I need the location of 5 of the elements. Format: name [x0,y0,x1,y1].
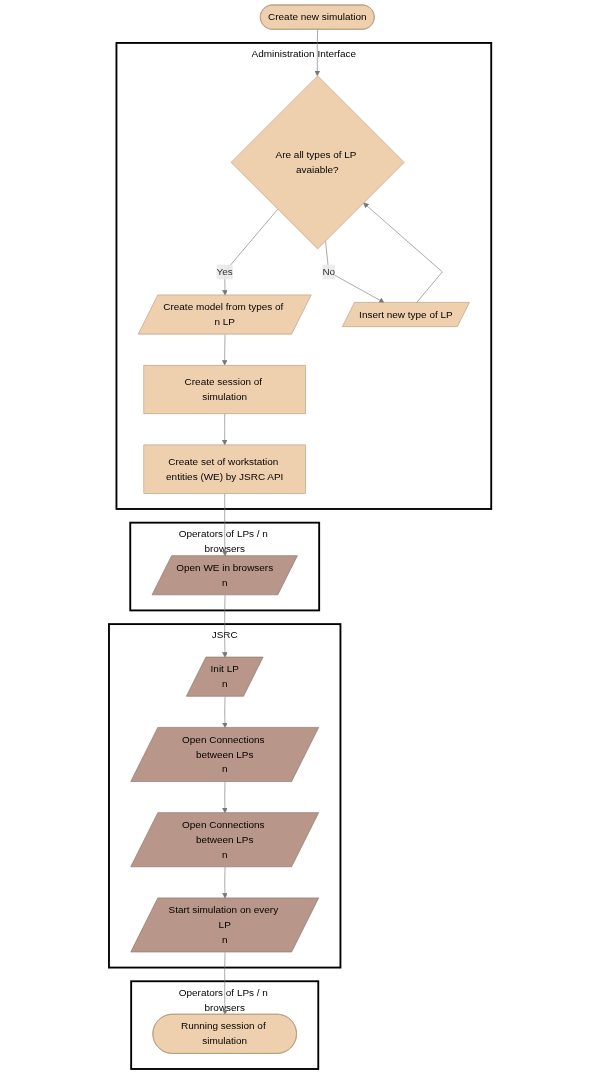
edge-label: Yes [216,266,234,277]
node-box: Create session of simulation [143,364,307,415]
edge-label: No [322,266,336,277]
node-box: Create set of workstation entities (WE) by JSRC API [143,444,307,494]
node-diamond: Are all types of LP avaiable? [231,75,405,250]
